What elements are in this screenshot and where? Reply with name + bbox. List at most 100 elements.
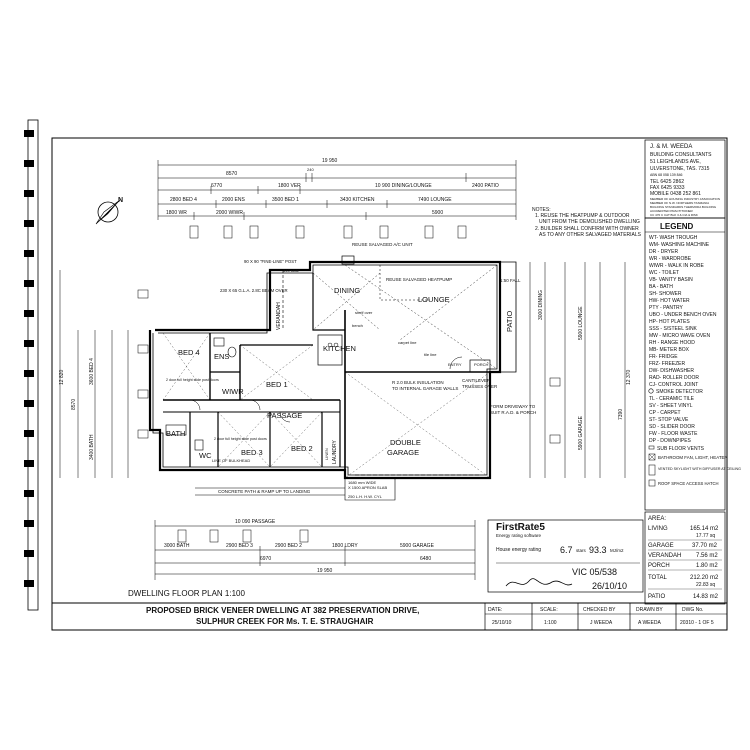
dim-bot-total: 19 950 bbox=[317, 568, 333, 574]
legend-item: CP - CARPET bbox=[649, 410, 681, 416]
area-sub: 17.77 sq bbox=[696, 533, 715, 539]
dwg-value: 20310 - 1 OF 5 bbox=[680, 620, 714, 626]
dim-top-c: 10 900 DINING/LOUNGE bbox=[375, 183, 432, 189]
note-bench: bench bbox=[352, 323, 363, 328]
dim-right-total: 12 370 bbox=[626, 369, 632, 385]
legend-item: ROOF SPACE ACCESS HATCH bbox=[658, 481, 719, 486]
legend-item: ST- STOP VALVE bbox=[649, 417, 689, 423]
firstrate-sub: Energy rating software bbox=[496, 533, 542, 538]
room-bed4: BED 4 bbox=[178, 348, 200, 357]
room-wc: WC bbox=[199, 451, 212, 460]
room-ens: ENS bbox=[214, 352, 229, 361]
dim-bot-a: 6970 bbox=[260, 556, 271, 562]
legend: LEGEND WT- WASH TROUGH WM- WASHING MACHI… bbox=[644, 217, 741, 511]
note-cantilever1: CANTILEVER bbox=[462, 378, 491, 383]
dim-bot-g: 1800 LDRY bbox=[332, 543, 358, 549]
top-dimensions bbox=[157, 160, 517, 220]
note-driveway2: SUIT R.A.D. & PORCH bbox=[490, 410, 536, 415]
room-wiwr: WIWR bbox=[222, 387, 244, 396]
binder-holes bbox=[24, 119, 39, 611]
area-value: 212.20 m2 bbox=[690, 575, 719, 581]
legend-item: WC - TOILET bbox=[649, 270, 679, 276]
firstrate-title: FirstRate5 bbox=[496, 522, 545, 533]
note-slab2: X 1500 APRON SLAB bbox=[348, 485, 387, 490]
room-double-garage: GARAGE bbox=[387, 448, 419, 457]
note-beam: 230 X 65 G.L.A. 2.8C BEAM OVER bbox=[220, 288, 288, 293]
room-kitchen: KITCHEN bbox=[323, 344, 356, 353]
dim-bot-f: 2900 BED 2 bbox=[275, 543, 302, 549]
roof-hatch-icon bbox=[648, 479, 656, 487]
dim-top-j: 3430 KITCHEN bbox=[340, 197, 375, 203]
notes-title: NOTES: bbox=[532, 207, 551, 213]
legend-item: HP- HOT PLATES bbox=[649, 319, 690, 325]
note-2b: AS TO ANY OTHER SALVAGED MATERIALS bbox=[539, 232, 642, 238]
dim-top-total: 19 950 bbox=[322, 158, 338, 164]
room-passage: PASSAGE bbox=[267, 411, 302, 420]
dim-top-d: 2400 PATIO bbox=[472, 183, 499, 189]
legend-item: BATHROOM FAN, LIGHT, HEATER bbox=[658, 455, 728, 460]
dim-right-b: 5900 LOUNGE bbox=[578, 306, 584, 340]
dim-right-a: 3000 DINING bbox=[538, 290, 544, 320]
area-value: 7.56 m2 bbox=[696, 553, 718, 559]
sub-floor-vent-icon bbox=[648, 445, 655, 450]
room-bed2: BED 2 bbox=[291, 444, 313, 453]
dim-bot-h: 5900 GARAGE bbox=[400, 543, 435, 549]
dwg-label: DWG No. bbox=[682, 607, 703, 613]
note-insulation1: R 2.0 BULK INSULATION bbox=[392, 380, 444, 385]
note-reuse-ac: REUSE SALVAGED A/C UNIT bbox=[352, 242, 413, 247]
legend-item: VENTED SKYLIGHT WITH DIFFUSER AT CEILING bbox=[658, 467, 741, 471]
legend-item: FR- FRIDGE bbox=[649, 354, 678, 360]
area-label: LIVING bbox=[648, 526, 668, 532]
drawn-value: A WEEDA bbox=[638, 620, 661, 626]
room-double-garage: DOUBLE bbox=[390, 438, 421, 447]
scale-label: SCALE: bbox=[540, 607, 558, 613]
note-shelf: shelf over bbox=[355, 310, 373, 315]
legend-item: SH- SHOWER bbox=[649, 291, 682, 297]
legend-item: WIWR - WALK IN ROBE bbox=[649, 263, 704, 269]
legend-item: FRZ- FREEZER bbox=[649, 361, 685, 367]
bottom-dimensions bbox=[154, 520, 476, 580]
north-label: N bbox=[118, 197, 123, 204]
legend-item: MB- METER BOX bbox=[649, 347, 690, 353]
consultant-mobile: MOBILE 0438 252 861 bbox=[650, 191, 701, 197]
right-dimensions bbox=[529, 262, 626, 478]
legend-item: SSS - S/STEEL SINK bbox=[649, 326, 698, 332]
note-cantilever2: TRUSSES OVER bbox=[462, 384, 498, 389]
legend-item: SD - SLIDER DOOR bbox=[649, 424, 695, 430]
room-lounge: LOUNGE bbox=[418, 295, 450, 304]
room-bed3: BED 3 bbox=[241, 448, 263, 457]
dim-top-f: 1800 VER bbox=[278, 183, 301, 189]
notes: NOTES: 1. REUSE THE HEATPUMP & OUTDOOR U… bbox=[532, 207, 642, 238]
note-reuse-hp: REUSE SALVAGED HEATPUMP bbox=[386, 277, 452, 282]
dim-right-d: 7390 bbox=[618, 409, 624, 420]
note-door: 340 slide bbox=[283, 268, 300, 273]
legend-item: RH - RANGE HOOD bbox=[649, 340, 695, 346]
dim-left-b: 3600 BED 4 bbox=[89, 358, 95, 385]
note-1b: UNIT FROM THE DEMOLISHED DWELLING bbox=[539, 219, 640, 225]
dim-top-i: 3500 BED 1 bbox=[272, 197, 299, 203]
legend-item: CJ- CONTROL JOINT bbox=[649, 382, 698, 388]
room-entry: ENTRY bbox=[448, 362, 462, 367]
legend-item: SMOKE DETECTOR bbox=[656, 389, 703, 395]
note-carpet-line: carpet line bbox=[398, 340, 417, 345]
sheet-border bbox=[51, 137, 728, 631]
room-porch: PORCH bbox=[474, 362, 489, 367]
area-label: GARAGE bbox=[648, 543, 674, 549]
note-slab1: 1680 mm WIDE bbox=[348, 480, 377, 485]
legend-item: BA - BATH bbox=[649, 284, 673, 290]
dim-top-n: 5900 bbox=[432, 210, 443, 216]
floor-plan bbox=[148, 255, 517, 501]
room-bath: BATH bbox=[166, 429, 185, 438]
room-laundry: LAUNDRY bbox=[332, 440, 338, 464]
area-value: 1.80 m2 bbox=[696, 563, 718, 569]
firstrate-accreditation: VIC 05/538 bbox=[572, 567, 617, 577]
area-title: AREA: bbox=[648, 516, 666, 522]
legend-item: TL - CERAMIC TILE bbox=[649, 396, 695, 402]
legend-item: DW- DISHWASHER bbox=[649, 368, 694, 374]
consultant-name: J. & M. WEEDA bbox=[650, 144, 692, 150]
plan-title: DWELLING FLOOR PLAN 1:100 bbox=[128, 589, 245, 598]
note-1a: 1. REUSE THE HEATPUMP & OUTDOOR bbox=[535, 213, 630, 219]
legend-item: FW - FLOOR WASTE bbox=[649, 431, 698, 437]
dim-left-c: 3400 BATH bbox=[89, 434, 95, 460]
